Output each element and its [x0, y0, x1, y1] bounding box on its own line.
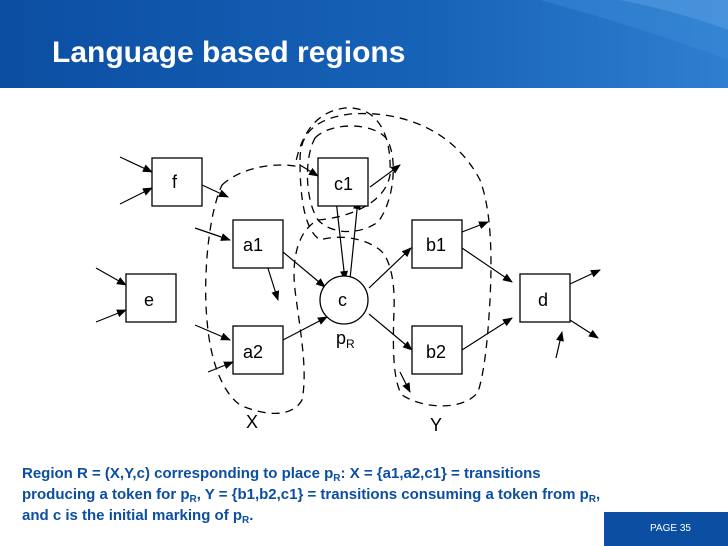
arc-c1-c — [335, 199, 348, 281]
place-label: pR — [336, 328, 355, 351]
label-c: c — [338, 290, 347, 310]
arc-a2-c — [282, 316, 328, 341]
transition-d — [519, 273, 571, 323]
transition-a2 — [232, 325, 284, 375]
arc-in-f-2 — [119, 187, 153, 205]
label-c1: c1 — [334, 174, 353, 194]
region-c1-boundary — [306, 125, 394, 233]
header-banner: Language based regions — [0, 0, 728, 88]
arc-b1-d — [461, 247, 513, 283]
label-f: f — [172, 172, 178, 192]
label-b1: b1 — [426, 235, 446, 255]
region-x-boundary — [205, 107, 391, 415]
arc-d-out-2 — [569, 319, 599, 339]
arc-in-a2-low — [207, 361, 234, 373]
arc-in-d — [555, 331, 564, 359]
transition-a1 — [232, 219, 284, 269]
arc-b2-out — [399, 371, 411, 393]
place-pr — [319, 275, 369, 325]
transition-e — [125, 273, 177, 323]
arc-in-e-1 — [95, 267, 127, 286]
arcs — [95, 156, 601, 393]
page-number: PAGE 35 — [650, 523, 691, 534]
arc-in-a2 — [194, 324, 231, 341]
transition-b2 — [411, 325, 463, 375]
region-label-x: X — [246, 412, 258, 432]
region-y-boundary — [299, 112, 492, 407]
label-b2: b2 — [426, 342, 446, 362]
arc-in-f-1 — [119, 156, 153, 173]
caption-text: Region R = (X,Y,c) corresponding to plac… — [22, 465, 601, 526]
label-a2: a2 — [243, 342, 263, 362]
arc-a1-c — [282, 251, 326, 288]
page-title: Language based regions — [52, 36, 406, 69]
label-e: e — [144, 290, 154, 310]
arc-c1-out — [369, 164, 401, 188]
region-label-y: Y — [430, 415, 442, 435]
arc-c-c1 — [349, 199, 362, 280]
header-background — [0, 0, 728, 88]
arc-in-a1 — [194, 227, 231, 241]
arc-in-e-2 — [95, 309, 127, 323]
arc-in-c1 — [299, 164, 319, 177]
label-d: d — [538, 290, 548, 310]
transition-c1 — [317, 157, 369, 207]
transition-b1 — [411, 219, 463, 269]
arc-f-out — [201, 184, 229, 198]
arc-b1-out — [461, 221, 489, 233]
page-number-tag — [604, 512, 728, 546]
transition-f — [151, 157, 203, 207]
transitions — [125, 157, 571, 375]
label-a1: a1 — [243, 235, 263, 255]
arc-c-b1 — [368, 247, 412, 289]
arc-c-b2 — [368, 313, 413, 351]
arc-b2-d — [461, 317, 513, 351]
arc-d-out-1 — [569, 269, 601, 285]
